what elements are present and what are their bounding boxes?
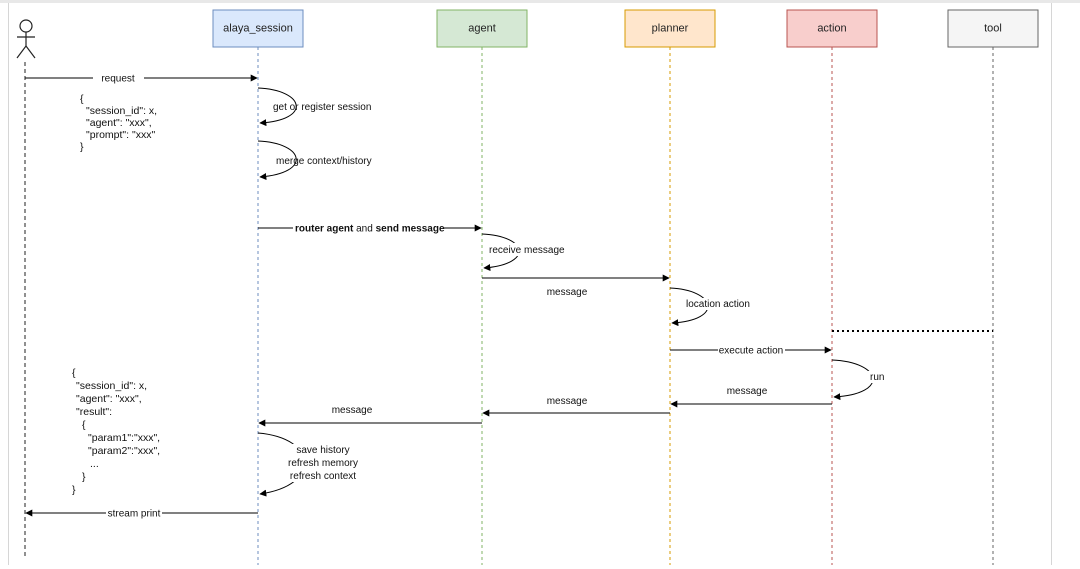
- participant-alaya-session-label: alaya_session: [223, 22, 293, 34]
- message-agent-to-planner[interactable]: message: [482, 274, 670, 298]
- self-message-location-action[interactable]: location action: [669, 287, 750, 327]
- execute-action-label: execute action: [719, 346, 784, 357]
- refresh-context-label: refresh context: [290, 471, 356, 482]
- participant-action[interactable]: action: [786, 9, 878, 48]
- message-planner-to-agent[interactable]: message: [482, 396, 670, 417]
- merge-context-label: merge context/history: [276, 156, 372, 167]
- message-request[interactable]: request: [25, 72, 258, 85]
- user-actor-icon: [16, 19, 36, 59]
- location-action-label: location action: [686, 299, 750, 310]
- agent-to-planner-label: message: [547, 287, 588, 298]
- request-note-line: "prompt": "xxx": [86, 129, 155, 141]
- self-message-get-register-session[interactable]: get or register session: [257, 87, 371, 127]
- request-note-line: "session_id": x,: [86, 105, 157, 117]
- response-note-line: "result":: [76, 406, 112, 418]
- message-router-agent[interactable]: router agent and send message: [258, 221, 482, 235]
- self-message-receive-message[interactable]: receive message: [481, 233, 565, 271]
- response-note-line: "session_id": x,: [76, 380, 147, 392]
- participant-agent[interactable]: agent: [436, 9, 528, 48]
- save-history-label: save history: [296, 445, 349, 456]
- participant-agent-label: agent: [468, 22, 496, 34]
- response-payload-note: { "session_id": x, "agent": "xxx", "resu…: [72, 367, 160, 496]
- response-note-line: }: [72, 484, 76, 496]
- router-agent-label: router agent and send message: [295, 224, 445, 235]
- request-note-line: }: [80, 141, 84, 153]
- response-note-line: ...: [90, 458, 99, 470]
- message-execute-action[interactable]: execute action: [670, 344, 832, 357]
- response-note-line: "agent": "xxx",: [76, 393, 142, 405]
- participant-action-label: action: [817, 22, 846, 34]
- message-action-to-planner[interactable]: message: [670, 386, 832, 408]
- action-to-planner-label: message: [727, 386, 768, 397]
- agent-to-session-label: message: [332, 405, 373, 416]
- stream-print-label: stream print: [108, 509, 161, 520]
- request-note-line: "agent": "xxx",: [86, 117, 152, 129]
- top-toolbar-strip: [0, 0, 1080, 3]
- participant-planner[interactable]: planner: [624, 9, 716, 48]
- participant-tool-label: tool: [984, 22, 1002, 34]
- request-note-line: {: [80, 93, 84, 105]
- self-message-merge-context[interactable]: merge context/history: [257, 140, 372, 181]
- refresh-memory-label: refresh memory: [288, 458, 358, 469]
- response-note-line: "param2":"xxx",: [88, 445, 160, 457]
- self-message-save-refresh[interactable]: save history refresh memory refresh cont…: [257, 432, 360, 497]
- message-stream-print[interactable]: stream print: [25, 507, 258, 520]
- message-request-label: request: [101, 74, 135, 85]
- participant-tool[interactable]: tool: [947, 9, 1039, 48]
- get-register-session-label: get or register session: [273, 102, 371, 113]
- message-agent-to-session[interactable]: message: [258, 405, 482, 427]
- response-note-line: {: [72, 367, 76, 379]
- self-message-run[interactable]: run: [831, 359, 887, 401]
- planner-to-agent-label: message: [547, 396, 588, 407]
- receive-message-label: receive message: [489, 245, 565, 256]
- run-label: run: [870, 372, 884, 383]
- participant-planner-label: planner: [652, 22, 689, 34]
- participant-alaya-session[interactable]: alaya_session: [212, 9, 304, 48]
- response-note-line: {: [82, 419, 86, 431]
- response-note-line: }: [82, 471, 86, 483]
- response-note-line: "param1":"xxx",: [88, 432, 160, 444]
- request-payload-note: { "session_id": x, "agent": "xxx", "prom…: [80, 93, 157, 153]
